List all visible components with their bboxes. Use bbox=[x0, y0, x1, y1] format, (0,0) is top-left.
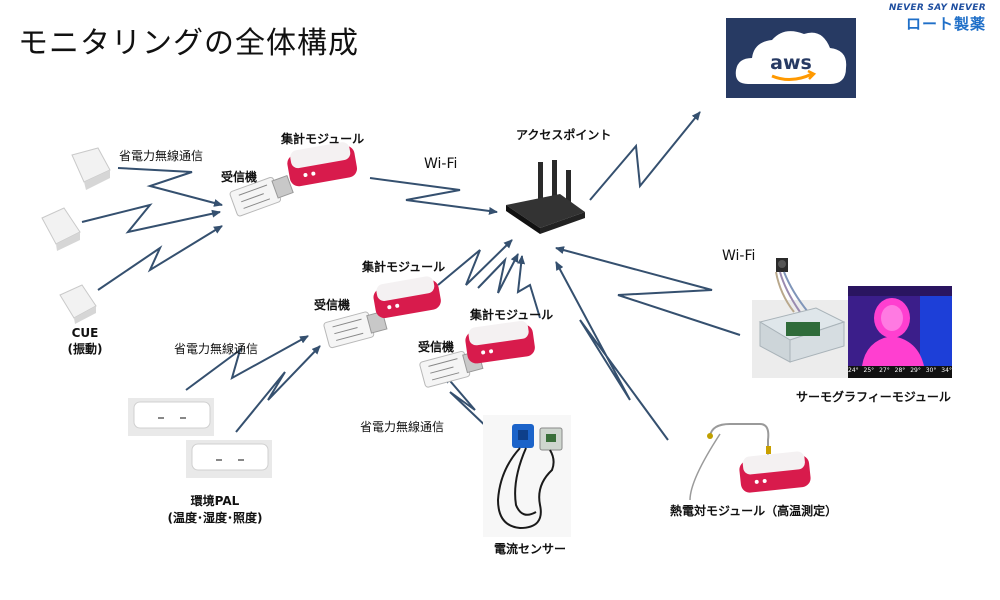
access-point-label: アクセスポイント bbox=[516, 128, 612, 142]
receiver-label-top: 受信機 bbox=[221, 170, 258, 184]
cue-sensor-3 bbox=[59, 284, 97, 324]
lowpower-label-low: 省電力無線通信 bbox=[360, 420, 445, 434]
module-case-top bbox=[287, 142, 358, 187]
thermal-scale-tick: 28° bbox=[894, 367, 906, 374]
wifi-label-top: Wi-Fi bbox=[424, 156, 458, 172]
receiver-label-mid: 受信機 bbox=[314, 298, 351, 312]
module-label-low: 集計モジュール bbox=[470, 308, 554, 322]
thermal-scale-tick: 30° bbox=[925, 367, 937, 374]
receiver-label-low: 受信機 bbox=[418, 340, 455, 354]
thermocouple-module bbox=[689, 423, 811, 501]
pal-label: 環境PAL (温度･湿度･照度) bbox=[150, 492, 280, 526]
cue-sensor-1 bbox=[71, 147, 111, 190]
thermal-device-photo bbox=[752, 258, 848, 378]
thermal-scale-tick: 25° bbox=[863, 367, 875, 374]
thermo-module-label: サーモグラフィーモジュール bbox=[796, 390, 951, 404]
arrow-cue2-to-receiver bbox=[81, 203, 221, 234]
module-case-mid bbox=[373, 276, 441, 319]
page-title: モニタリングの全体構成 bbox=[18, 26, 359, 61]
pal-label-sub: (温度･湿度･照度) bbox=[167, 511, 263, 525]
cue-label: CUE (振動) bbox=[60, 326, 110, 357]
lowpower-label-mid: 省電力無線通信 bbox=[174, 342, 259, 356]
brand-logo: NEVER SAY NEVER ロート製薬 bbox=[889, 3, 986, 34]
aws-label: aws bbox=[770, 52, 812, 74]
arrow-sensor-to-receiver-low bbox=[444, 374, 493, 433]
arrow-module-mid-to-ap-b bbox=[477, 253, 519, 294]
brand-name: ロート製薬 bbox=[905, 15, 986, 33]
arrow-module-to-ap-top bbox=[369, 177, 498, 215]
thermal-scale: 24° 25° 27° 28° 29° 30° 34° bbox=[848, 367, 952, 374]
arrow-thermal-to-ap bbox=[555, 246, 741, 336]
module-label-mid: 集計モジュール bbox=[362, 260, 446, 274]
current-sensor-photo bbox=[483, 415, 571, 537]
cue-sensor-2 bbox=[41, 207, 81, 251]
thermal-scale-tick: 27° bbox=[879, 367, 890, 374]
wifi-label-right: Wi-Fi bbox=[722, 248, 756, 264]
aws-cloud-icon bbox=[735, 31, 847, 84]
pal-sensor-2 bbox=[186, 440, 272, 478]
pal-label-name: 環境PAL bbox=[190, 494, 240, 508]
current-sensor-label: 電流センサー bbox=[494, 542, 567, 556]
receiver-usb-mid bbox=[323, 310, 388, 349]
brand-tagline: NEVER SAY NEVER bbox=[888, 3, 986, 13]
thermal-scale-tick: 34° bbox=[941, 367, 952, 374]
pal-sensor-1 bbox=[128, 398, 214, 436]
thermal-image bbox=[848, 286, 952, 378]
thermal-scale-tick: 24° bbox=[848, 367, 859, 374]
aws-logo: aws bbox=[726, 18, 856, 98]
module-label-top: 集計モジュール bbox=[281, 132, 365, 146]
arrow-cue1-to-receiver bbox=[117, 167, 223, 207]
arrow-pal2-to-receiver-mid bbox=[235, 345, 321, 433]
lowpower-label-top: 省電力無線通信 bbox=[119, 149, 204, 163]
cue-label-name: CUE bbox=[71, 326, 99, 340]
module-case-low bbox=[465, 320, 535, 364]
arrow-module-mid-to-ap-a bbox=[437, 239, 513, 286]
cue-label-sub: (振動) bbox=[67, 342, 103, 356]
access-point-router bbox=[506, 160, 585, 234]
arrow-cue3-to-receiver bbox=[97, 225, 223, 291]
arrow-thermocouple-to-ap bbox=[555, 261, 669, 441]
thermocouple-label: 熱電対モジュール（高温測定） bbox=[670, 504, 838, 518]
thermal-scale-tick: 29° bbox=[910, 367, 921, 374]
